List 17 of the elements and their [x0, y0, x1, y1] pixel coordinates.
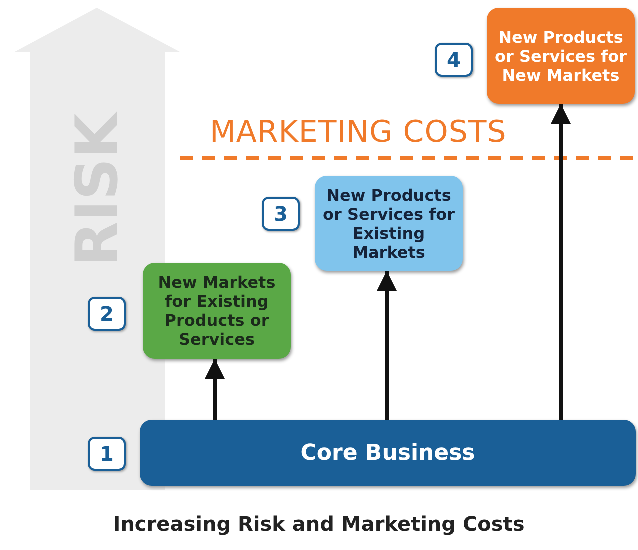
callout-number: 4 — [435, 43, 473, 77]
arrow — [551, 104, 571, 420]
node-label: New Products or Services for Existing Markets — [323, 186, 455, 262]
callout-number: 1 — [88, 437, 126, 471]
callout-number: 3 — [262, 197, 300, 231]
process-box — [315, 176, 463, 271]
caption: Increasing Risk and Marketing Costs — [112, 512, 526, 536]
process-box — [140, 420, 636, 486]
process-box — [143, 263, 291, 359]
arrow — [377, 271, 397, 420]
node-label: New Markets for Existing Products or Services — [157, 273, 277, 349]
process-box — [487, 8, 635, 104]
threshold-label: MARKETING COSTS — [210, 116, 507, 149]
callout-number: 2 — [88, 297, 126, 331]
arrow — [205, 359, 225, 420]
node-label: New Products or Services for New Markets — [495, 28, 627, 84]
node-label: Core Business — [300, 440, 476, 466]
